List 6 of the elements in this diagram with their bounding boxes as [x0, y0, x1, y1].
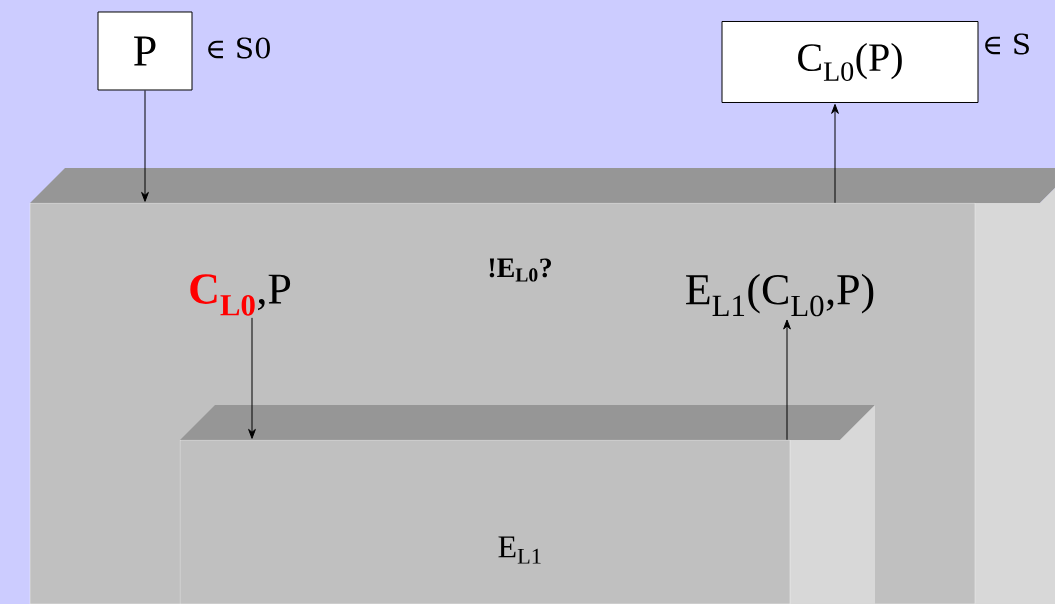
arrow — [831, 103, 839, 204]
membership-label: ∈ S0 — [208, 37, 270, 59]
text-box: P — [97, 11, 193, 91]
membership-label: ∈ S — [985, 33, 1029, 55]
arrow — [141, 90, 149, 202]
text-box: C$_{L0}$(P) — [721, 21, 979, 103]
